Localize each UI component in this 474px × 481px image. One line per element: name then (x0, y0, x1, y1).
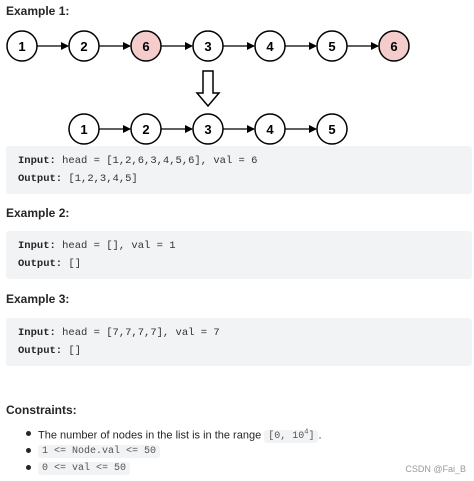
input-node-label: 6 (142, 39, 149, 54)
example2-input-value: head = [], val = 1 (55, 240, 176, 252)
input-node-label: 1 (18, 39, 25, 54)
example1-heading: Example 1: (6, 4, 70, 18)
constraint-range-code: [0, 104] (264, 429, 319, 444)
input-node-label: 3 (204, 39, 211, 54)
input-node-label: 5 (328, 39, 335, 54)
output-node-label: 2 (142, 122, 149, 137)
example3-code-block: Input: head = [7,7,7,7], val = 7 Output:… (6, 318, 472, 366)
input-node-circle (6, 30, 38, 62)
input-node-label: 4 (266, 39, 274, 54)
input-node-circle (378, 30, 410, 62)
example2-input-label: Input: (18, 240, 56, 252)
constraints-heading: Constraints: (6, 403, 77, 417)
example1-code-block: Input: head = [1,2,6,3,4,5,6], val = 6 O… (6, 146, 472, 194)
constraints-list: The number of nodes in the list is in th… (22, 425, 322, 476)
constraint-code: 0 <= val <= 50 (38, 462, 131, 475)
example1-input-value: head = [1,2,6,3,4,5,6], val = 6 (55, 155, 258, 167)
example3-output-value: [] (62, 345, 82, 357)
transform-down-arrow-icon (195, 70, 221, 108)
output-node-circle (316, 113, 348, 145)
output-node-label: 1 (80, 122, 87, 137)
linked-list-diagram: 1 2 6 3 4 5 6 1 2 3 4 5 (6, 30, 410, 145)
input-node-circle (68, 30, 100, 62)
example3-output-label: Output: (18, 345, 63, 357)
example2-output-value: [] (62, 258, 82, 270)
input-node-circle (254, 30, 286, 62)
input-list: 1 2 6 3 4 5 6 (6, 30, 410, 62)
watermark: CSDN @Fai_B (405, 464, 466, 474)
example2-code-block: Input: head = [], val = 1 Output: [] (6, 231, 472, 279)
constraint-item-node-count: The number of nodes in the list is in th… (22, 425, 322, 444)
input-node-circle (316, 30, 348, 62)
example2-heading: Example 2: (6, 206, 70, 220)
input-node-circle (130, 30, 162, 62)
output-node-circle (130, 113, 162, 145)
output-node-circle (254, 113, 286, 145)
output-node-label: 3 (204, 122, 211, 137)
output-node-circle (68, 113, 100, 145)
example1-output-label: Output: (18, 173, 63, 185)
input-node-circle (192, 30, 224, 62)
example1-output-value: [1,2,3,4,5] (62, 173, 138, 185)
example3-input-value: head = [7,7,7,7], val = 7 (55, 327, 220, 339)
output-list: 1 2 3 4 5 (68, 113, 348, 145)
example3-heading: Example 3: (6, 292, 70, 306)
example1-input-label: Input: (18, 155, 56, 167)
example3-input-label: Input: (18, 327, 56, 339)
constraint-text: The number of nodes in the list is in th… (38, 429, 265, 442)
bullet-icon (26, 448, 31, 453)
output-node-label: 4 (266, 122, 274, 137)
output-node-label: 5 (328, 122, 335, 137)
input-node-label: 2 (80, 39, 87, 54)
bullet-icon (26, 431, 31, 436)
example2-output-label: Output: (18, 258, 63, 270)
bullet-icon (26, 465, 31, 470)
input-node-label: 6 (390, 39, 397, 54)
output-node-circle (192, 113, 224, 145)
constraint-item-node-val: 1 <= Node.val <= 50 (22, 442, 322, 459)
constraint-item-val: 0 <= val <= 50 (22, 459, 322, 476)
constraint-code: 1 <= Node.val <= 50 (38, 445, 161, 458)
